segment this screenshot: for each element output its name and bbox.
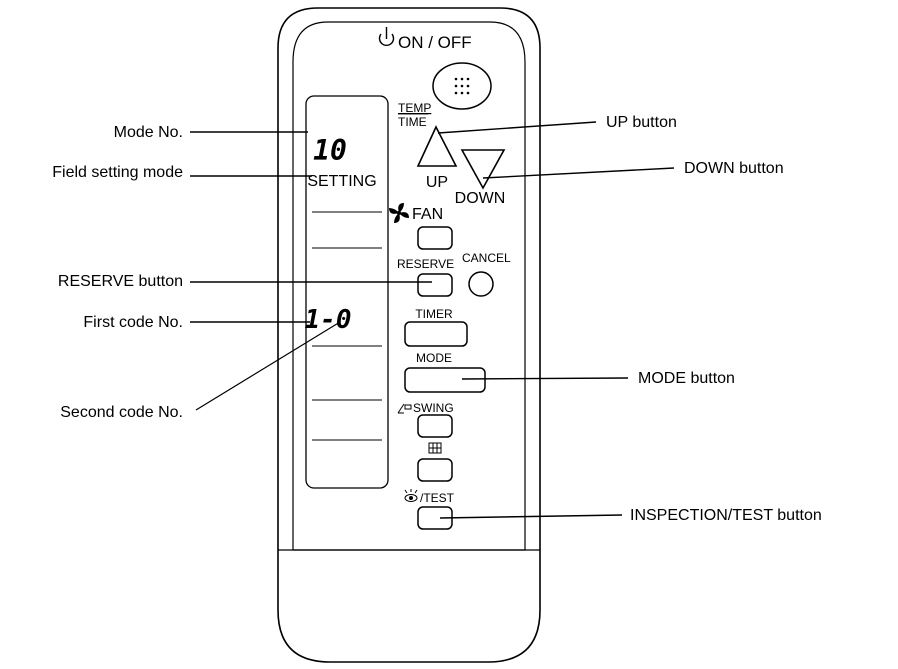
on-off-button[interactable] bbox=[432, 62, 492, 110]
swing-button[interactable] bbox=[417, 414, 453, 438]
timer-button[interactable] bbox=[404, 321, 468, 347]
callout-label: Second code No. bbox=[60, 404, 183, 421]
swing-icon bbox=[397, 403, 412, 414]
down-button[interactable] bbox=[460, 149, 506, 190]
fan-button[interactable] bbox=[417, 226, 453, 250]
callout-mode-button: MODE button bbox=[461, 370, 735, 387]
power-icon bbox=[378, 27, 395, 46]
button-grip-icon bbox=[454, 77, 470, 95]
up-label: UP bbox=[426, 174, 448, 191]
test-label: /TEST bbox=[420, 491, 455, 505]
setting-indicator: SETTING bbox=[307, 173, 376, 190]
remote-body bbox=[277, 7, 541, 663]
callout-label: Field setting mode bbox=[52, 164, 183, 181]
callout-label: First code No. bbox=[83, 314, 183, 331]
inspection-eye-icon bbox=[404, 489, 418, 502]
callout-label: MODE button bbox=[638, 370, 735, 387]
mode-button[interactable] bbox=[404, 367, 486, 393]
callout-second-code-no: Second code No. bbox=[60, 321, 341, 421]
callout-mode-no: Mode No. bbox=[114, 124, 308, 141]
cancel-button[interactable] bbox=[468, 271, 494, 297]
mode-label: MODE bbox=[416, 351, 452, 365]
grid-icon bbox=[428, 442, 442, 454]
swing-label: SWING bbox=[413, 401, 454, 415]
callout-label: DOWN button bbox=[684, 160, 784, 177]
lcd-display: 10 SETTING 1-0 bbox=[305, 95, 389, 489]
callout-down-button: DOWN button bbox=[482, 160, 784, 179]
temp-label: TEMP bbox=[398, 101, 431, 115]
callout-label: INSPECTION/TEST button bbox=[630, 507, 822, 524]
callout-label: Mode No. bbox=[114, 124, 183, 141]
callout-up-button: UP button bbox=[437, 114, 677, 134]
code-number-display: 1-0 bbox=[305, 305, 352, 335]
callout-label: RESERVE button bbox=[58, 273, 183, 290]
callout-label: UP button bbox=[606, 114, 677, 131]
fan-icon bbox=[389, 203, 409, 223]
power-label: ON / OFF bbox=[398, 33, 472, 52]
callout-first-code-no: First code No. bbox=[83, 314, 310, 331]
down-label: DOWN bbox=[455, 190, 506, 207]
reserve-label: RESERVE bbox=[397, 257, 454, 271]
callout-field-setting-mode: Field setting mode bbox=[52, 164, 312, 181]
time-label: TIME bbox=[398, 115, 427, 129]
timer-label: TIMER bbox=[415, 307, 453, 321]
cancel-label: CANCEL bbox=[462, 251, 511, 265]
reserve-button[interactable] bbox=[417, 273, 453, 297]
grid-button[interactable] bbox=[417, 458, 453, 482]
callout-reserve-button: RESERVE button bbox=[58, 273, 432, 290]
fan-label: FAN bbox=[412, 206, 443, 223]
up-button[interactable] bbox=[416, 125, 458, 167]
mode-number-display: 10 bbox=[313, 134, 347, 167]
callout-inspection-test-button: INSPECTION/TEST button bbox=[439, 507, 822, 524]
